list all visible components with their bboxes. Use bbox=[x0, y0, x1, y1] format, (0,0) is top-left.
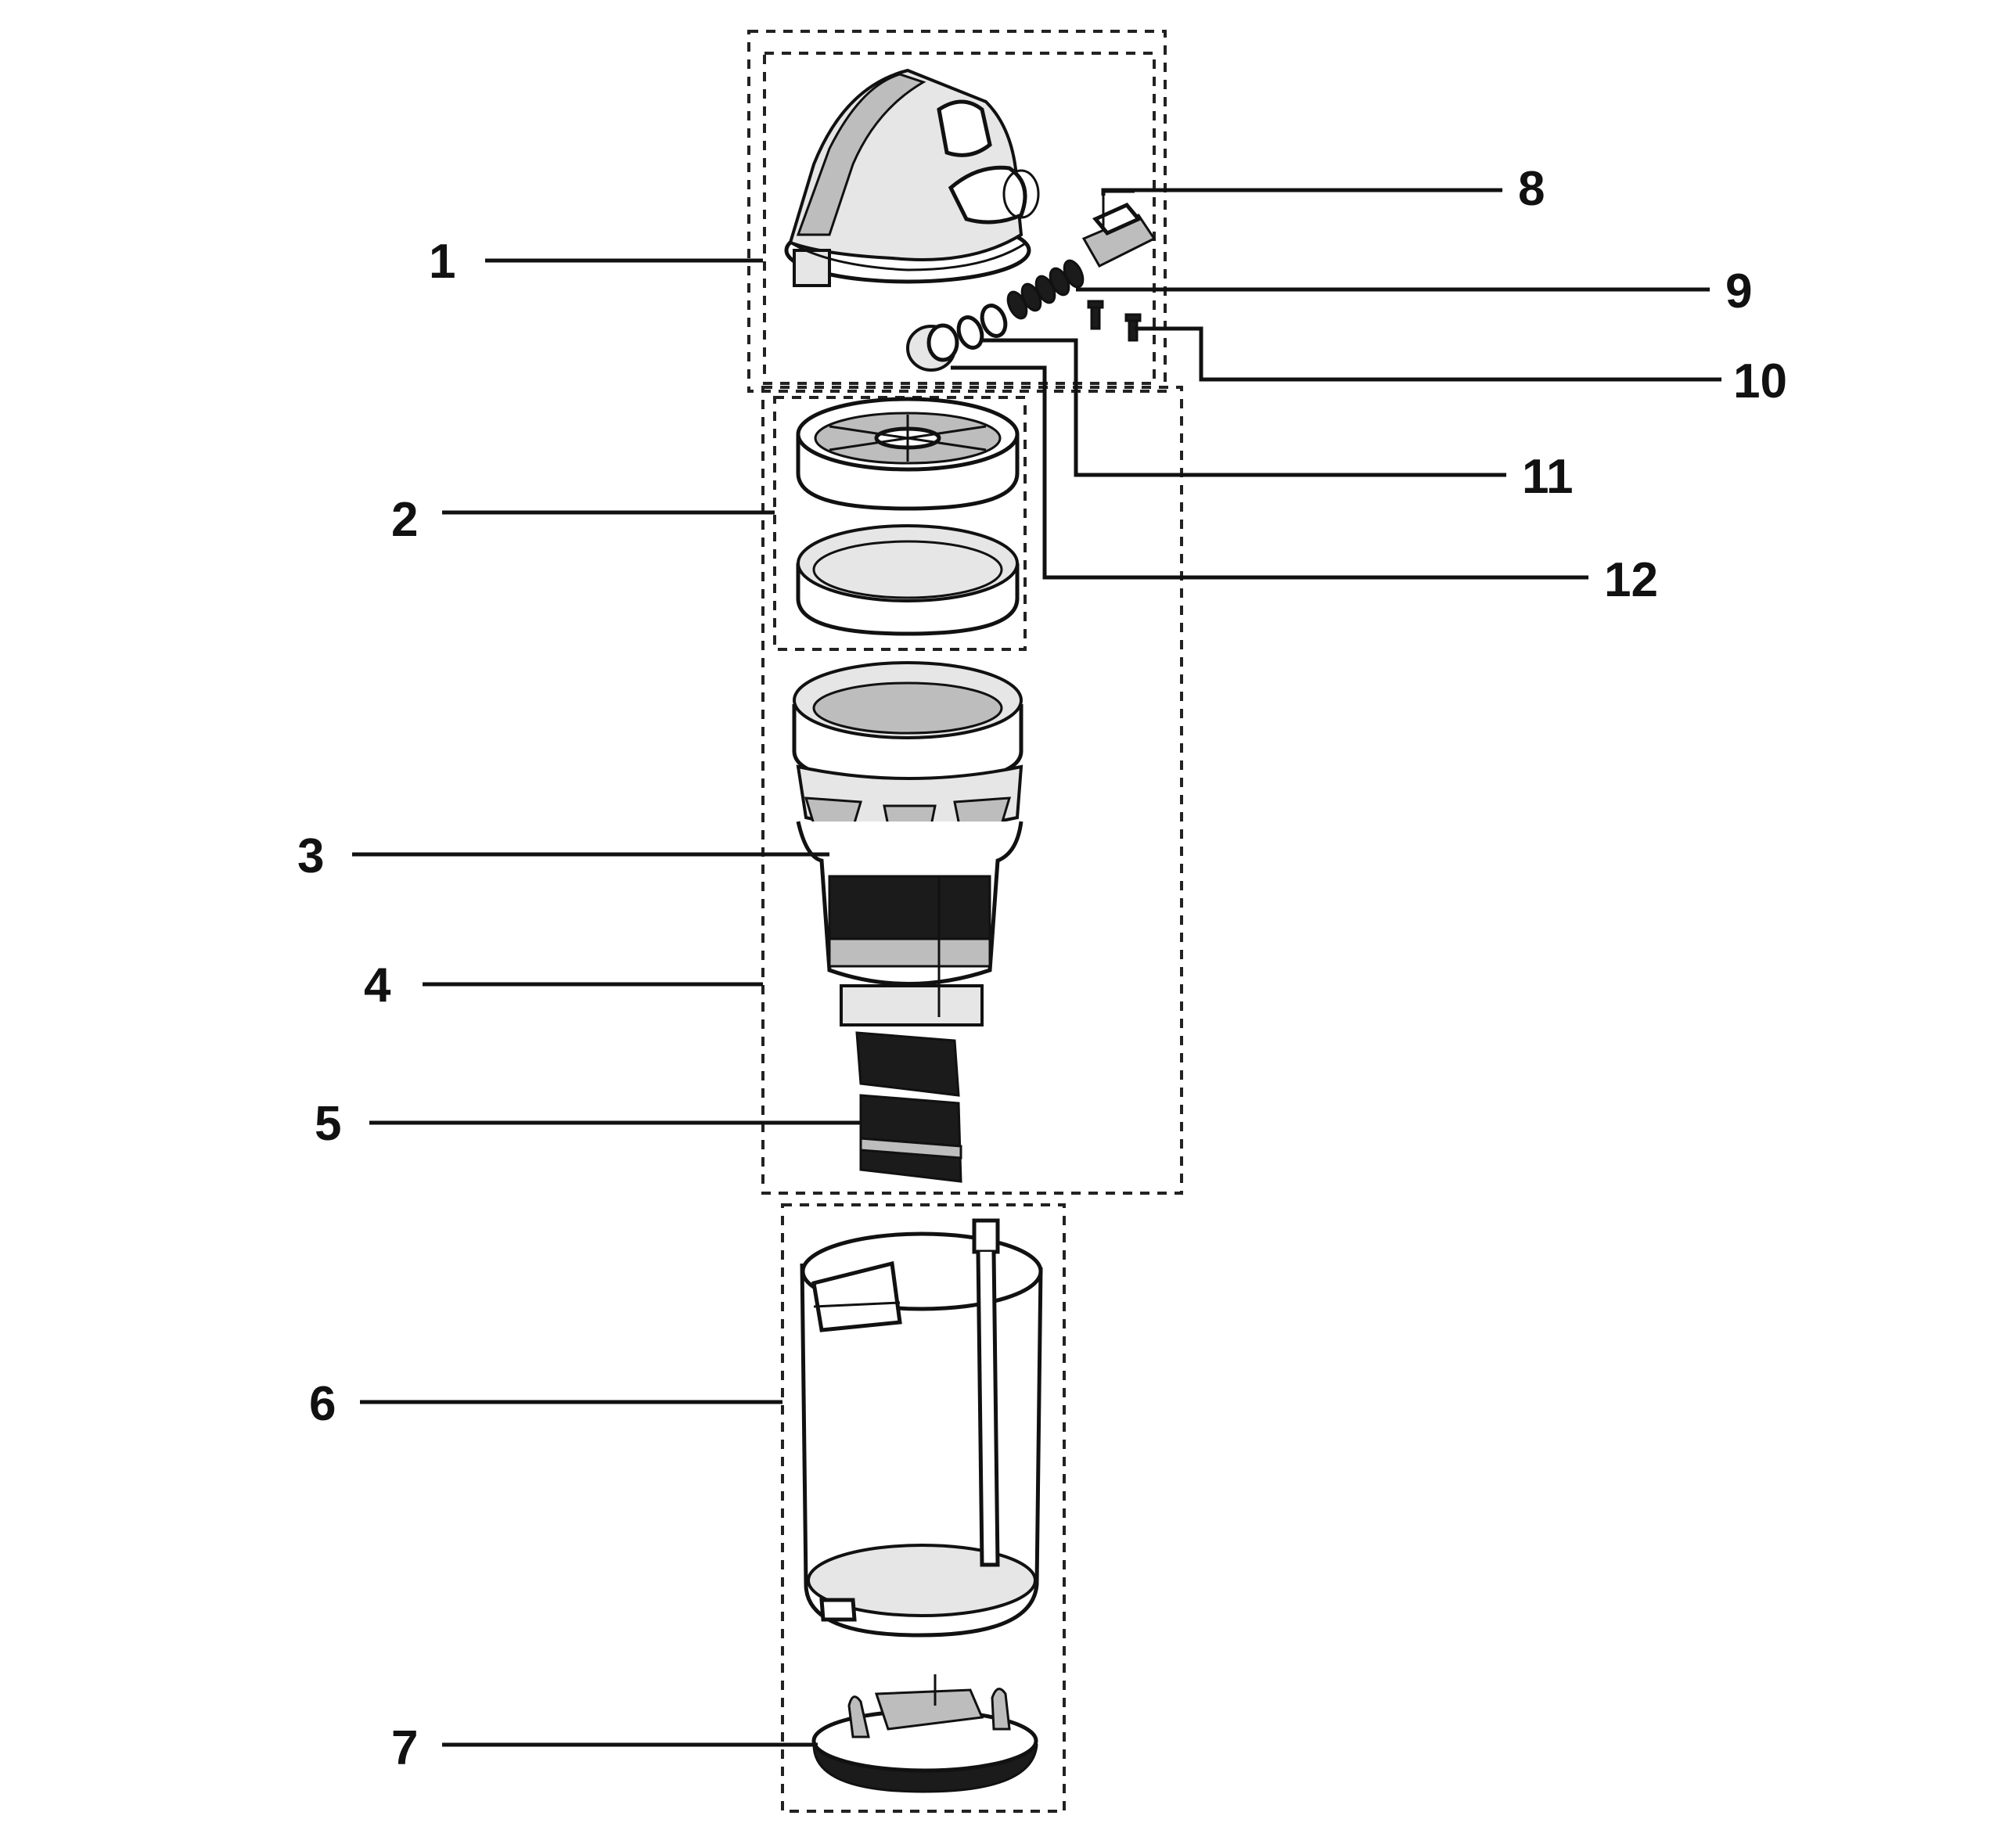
part-screws bbox=[1087, 300, 1142, 342]
part-post-filter bbox=[796, 397, 1020, 636]
part-spring bbox=[1006, 259, 1085, 320]
callout-10: 10 bbox=[1733, 354, 1787, 408]
callout-4: 4 bbox=[364, 958, 391, 1012]
inner-top-group-box bbox=[763, 52, 1156, 385]
callout-3: 3 bbox=[297, 829, 324, 883]
leader-12 bbox=[951, 365, 1588, 580]
part-cyclone-cover bbox=[784, 68, 1040, 287]
leader-lines bbox=[352, 188, 1721, 1747]
callout-11: 11 bbox=[1522, 450, 1574, 504]
callout-2: 2 bbox=[391, 493, 418, 547]
bin-group-box bbox=[781, 1203, 1066, 1813]
callout-6: 6 bbox=[309, 1377, 336, 1431]
part-o-ring bbox=[956, 304, 1008, 350]
callout-8: 8 bbox=[1518, 162, 1545, 216]
outer-top-group-box bbox=[747, 30, 1167, 393]
main-assembly-box bbox=[761, 386, 1183, 1195]
part-clear-bin bbox=[800, 1218, 1043, 1638]
leader-11 bbox=[982, 338, 1506, 477]
leader-10 bbox=[1135, 326, 1721, 382]
callout-numbers: 1 2 3 4 5 6 7 8 9 10 11 12 bbox=[297, 162, 1787, 1775]
leader-8 bbox=[1101, 188, 1502, 196]
callout-1: 1 bbox=[429, 235, 455, 289]
callout-5: 5 bbox=[315, 1097, 341, 1151]
part-shroud-screens bbox=[855, 1031, 962, 1183]
callout-7: 7 bbox=[391, 1721, 418, 1775]
part-bin-base bbox=[811, 1674, 1038, 1793]
callout-9: 9 bbox=[1725, 264, 1752, 318]
callout-12: 12 bbox=[1604, 553, 1658, 607]
part-button-cap bbox=[906, 323, 959, 372]
part-cyclone-body bbox=[792, 661, 1023, 1026]
part-latch-assembly bbox=[1081, 190, 1157, 268]
